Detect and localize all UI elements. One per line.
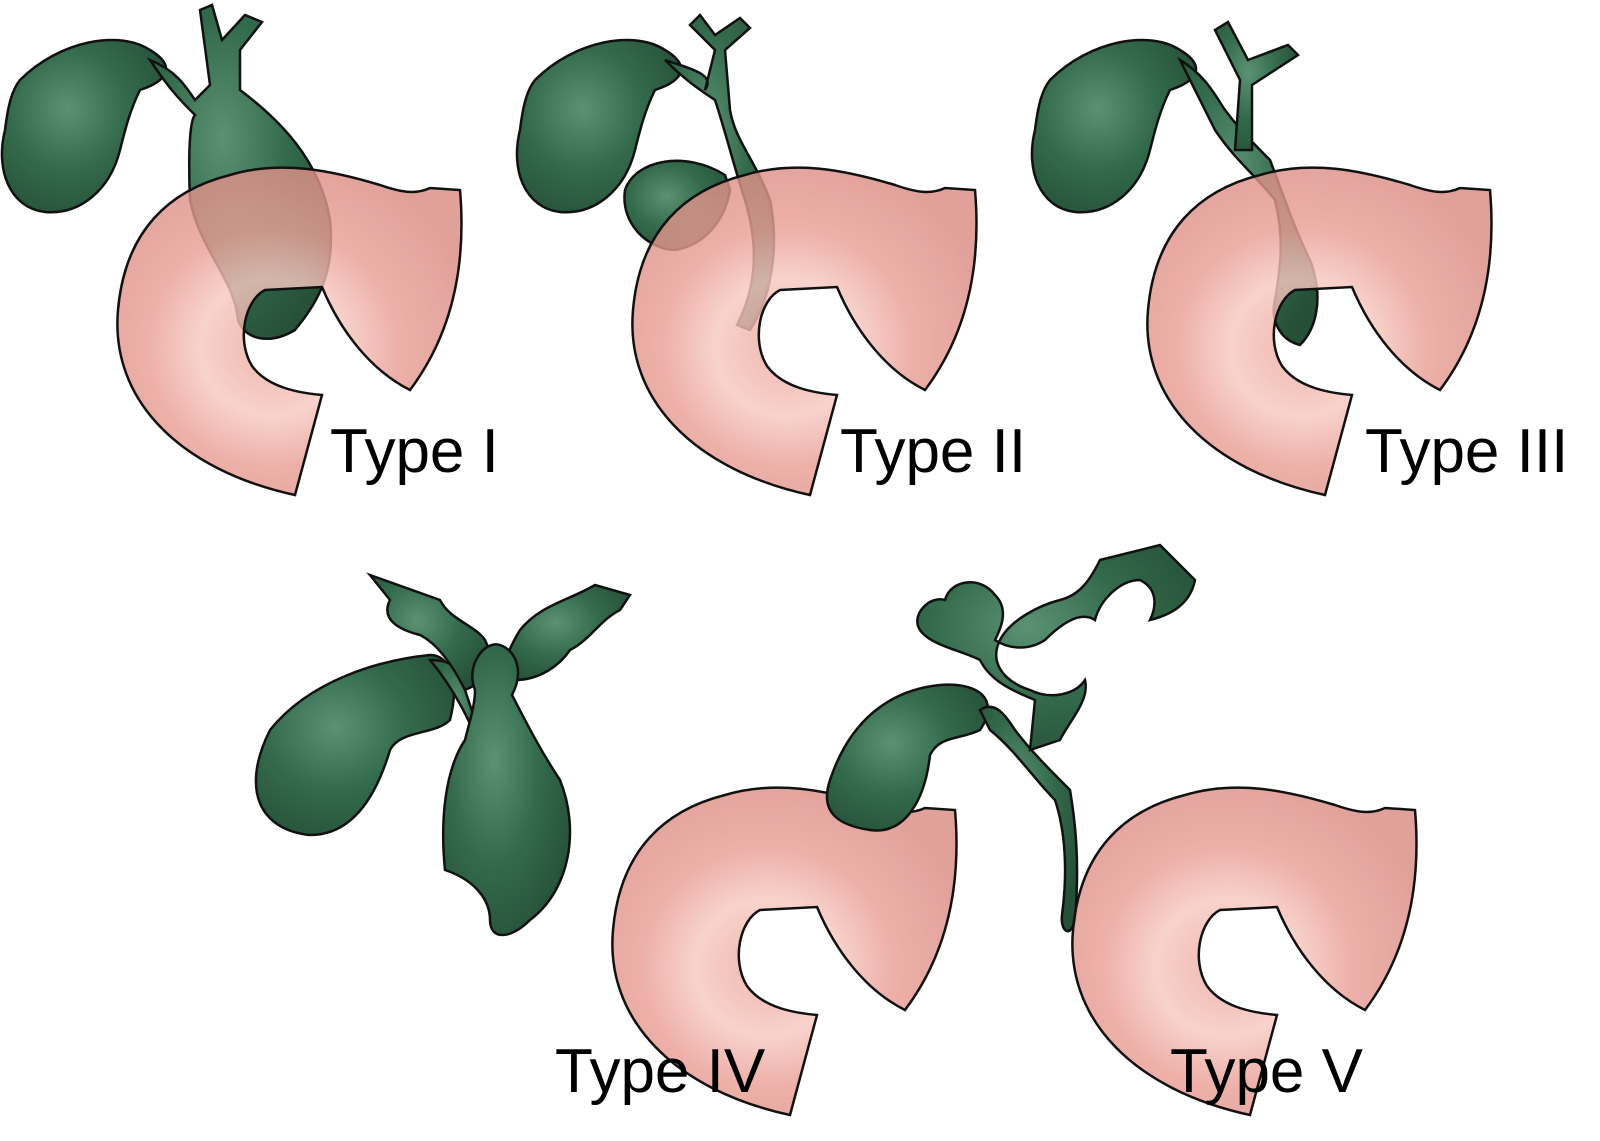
- panel-label: Type III: [1365, 417, 1568, 486]
- biliary-tree: [254, 572, 632, 937]
- panel-type-1: Type I: [0, 3, 499, 497]
- panel-type-2: Type II: [515, 13, 1026, 497]
- panel-label: Type I: [330, 417, 499, 486]
- panel-type-3: Type III: [1030, 20, 1568, 497]
- panel-type-5: Type V: [825, 543, 1418, 1117]
- panel-label: Type II: [840, 417, 1026, 486]
- biliary-tree: [825, 543, 1197, 933]
- panel-type-4: Type IV: [254, 572, 958, 1117]
- panel-label: Type V: [1170, 1037, 1364, 1106]
- panel-label: Type IV: [555, 1037, 766, 1106]
